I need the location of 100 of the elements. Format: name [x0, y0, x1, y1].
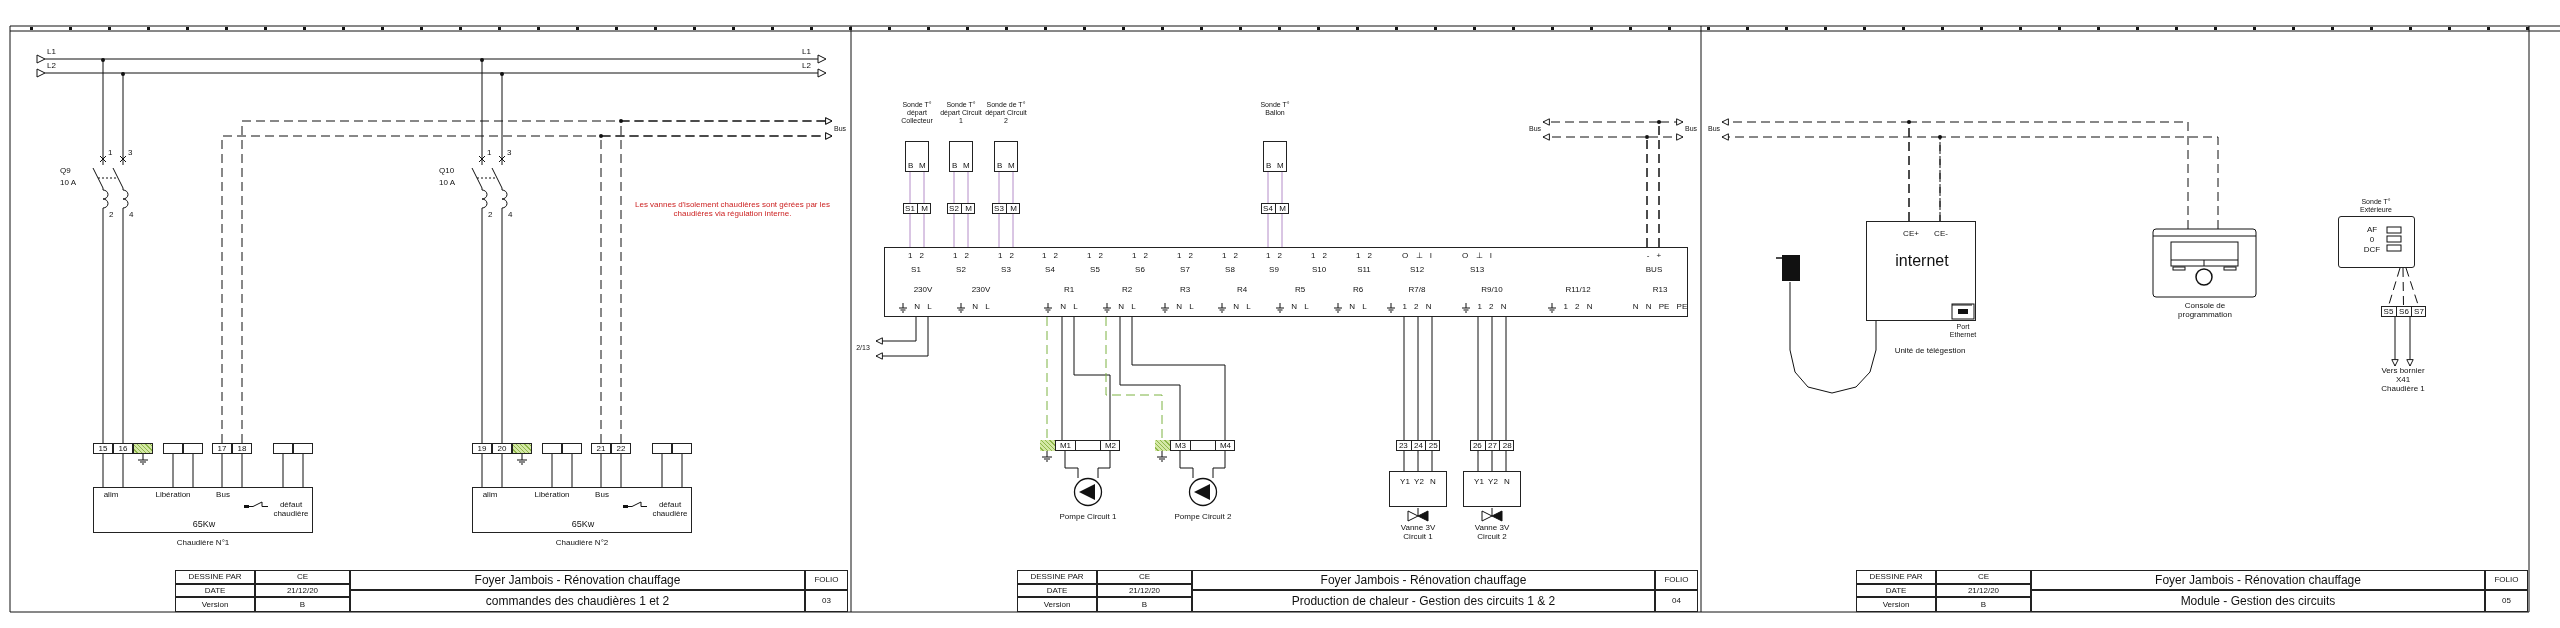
terminal-function-label: Bus — [216, 490, 230, 500]
sheet-title: commandes des chaudières 1 et 2 — [350, 590, 805, 612]
pin-number: 3 — [507, 148, 512, 158]
terminal-strip — [1040, 440, 1120, 451]
dashed-wire — [2402, 267, 2404, 307]
pin-numbers: 1 2 N — [1477, 302, 1507, 312]
wire — [501, 453, 503, 488]
wire — [302, 453, 304, 488]
wire — [241, 453, 243, 488]
wire — [953, 171, 955, 204]
boiler-box — [93, 487, 313, 533]
wire — [500, 72, 504, 149]
pin-numbers: 1 2 N — [1402, 302, 1432, 312]
terminal-label: M — [919, 161, 926, 171]
input-label: S7 — [1180, 265, 1190, 275]
pin-number: 1 — [108, 148, 113, 158]
drawing-title: Foyer Jambois - Rénovation chauffage — [1192, 570, 1655, 590]
terminal-label: S4 — [1262, 203, 1274, 214]
title-block-field: Version — [175, 597, 255, 612]
wire — [1477, 450, 1479, 472]
title-block-field: B — [1097, 597, 1192, 612]
wire — [221, 453, 223, 488]
wire — [620, 453, 622, 488]
terminal-label: M — [1275, 203, 1289, 214]
sheet-title: Module - Gestion des circuits — [2031, 590, 2485, 612]
title-block-field: B — [1936, 597, 2031, 612]
device-tag: Q9 — [60, 166, 71, 176]
wire — [1281, 171, 1283, 204]
terminal-label: M — [1006, 203, 1020, 214]
terminal-strip — [1396, 440, 1440, 451]
terminal-block — [652, 443, 672, 454]
pin-numbers: 1 2 — [1355, 251, 1373, 261]
terminal-strip — [903, 203, 931, 214]
terminal-label: DCF — [2363, 245, 2381, 255]
terminal-label: N — [1504, 477, 1510, 487]
device-label: Console de programmation — [2177, 301, 2233, 320]
terminal-label: 28 — [1499, 440, 1514, 451]
pin-numbers: N L — [1118, 302, 1136, 312]
device-tag: Q10 — [439, 166, 455, 176]
wire — [1267, 213, 1269, 248]
boiler-box — [472, 487, 692, 533]
pin-number: 1 — [487, 148, 492, 158]
input-label: S6 — [1135, 265, 1145, 275]
dashed-wire — [1105, 316, 1163, 441]
terminal-block — [293, 443, 313, 454]
pin-numbers: N L — [1291, 302, 1309, 312]
pin-numbers: - + — [1646, 251, 1662, 261]
wire — [551, 453, 553, 488]
terminal-block: 20 — [492, 443, 512, 454]
wire — [1267, 171, 1269, 204]
terminal-label: B — [997, 161, 1003, 171]
title-block-field: DATE — [1856, 584, 1936, 597]
wire — [1403, 450, 1405, 472]
input-label: S12 — [1409, 265, 1425, 275]
wire — [102, 225, 104, 444]
wire — [1012, 171, 1014, 204]
wire — [1061, 316, 1063, 441]
pin-numbers: 1 2 — [1041, 251, 1059, 261]
terminal-label: S1 — [904, 203, 916, 214]
terminal-block: 16 — [113, 443, 133, 454]
terminal-strip — [947, 203, 975, 214]
title-block-field: DATE — [175, 584, 255, 597]
terminal-function-label: Bus — [595, 490, 609, 500]
terminal-label: B — [952, 161, 958, 171]
drawing-title: Foyer Jambois - Rénovation chauffage — [350, 570, 805, 590]
terminal-label: 0 — [2369, 235, 2375, 245]
pin-numbers: 1 2 — [907, 251, 925, 261]
wire — [909, 213, 911, 248]
terminal-label: M — [1277, 161, 1284, 171]
terminal-label: 24 — [1410, 440, 1426, 451]
rail-label: L2 — [802, 61, 811, 71]
output-label: 230V — [913, 285, 933, 295]
valve-label: Vanne 3V Circuit 1 — [1399, 523, 1437, 542]
output-label: R11/12 — [1565, 285, 1591, 295]
input-label: S13 — [1469, 265, 1485, 275]
terminal-label: M4 — [1215, 440, 1235, 451]
pin-numbers: 1 2 N — [1563, 302, 1593, 312]
wire — [1281, 213, 1283, 248]
title-block-field: CE — [255, 570, 350, 584]
title-block-field: DESSINE PAR — [175, 570, 255, 584]
wire — [1073, 316, 1111, 441]
wire — [122, 225, 124, 444]
terminal-label: CE+ — [1903, 229, 1919, 239]
terminal-block: 17 — [212, 443, 232, 454]
input-label: S3 — [1001, 265, 1011, 275]
terminal-label: B — [1266, 161, 1272, 171]
dashed-wire — [1646, 133, 1684, 248]
terminal-block — [562, 443, 582, 454]
dashed-wire — [1658, 118, 1684, 248]
wire — [1505, 450, 1507, 472]
wire — [909, 171, 911, 204]
wire — [1505, 316, 1507, 441]
output-label: R13 — [1652, 285, 1668, 295]
wire — [282, 453, 284, 488]
wire — [480, 58, 484, 149]
wire — [101, 58, 105, 149]
sheet-title: Production de chaleur - Gestion des circuits 1 & 2 — [1192, 590, 1655, 612]
title-block-field: FOLIO — [805, 570, 848, 590]
terminal-block: 19 — [472, 443, 492, 454]
drawing-title: Foyer Jambois - Rénovation chauffage — [2031, 570, 2485, 590]
